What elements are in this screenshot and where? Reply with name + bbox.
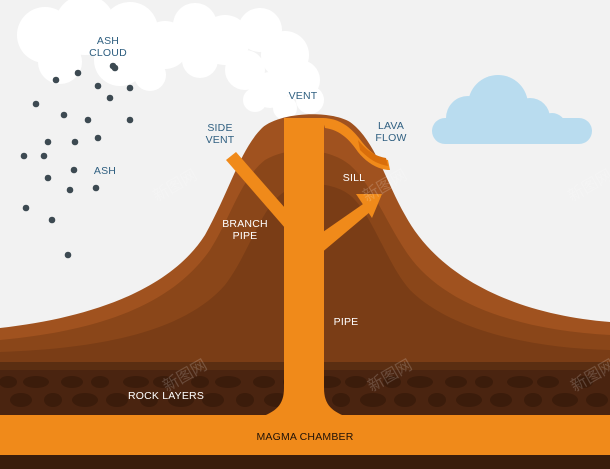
rock: [191, 376, 209, 388]
base-layer: [0, 455, 610, 469]
ash-dot: [106, 94, 114, 102]
rock: [236, 393, 254, 407]
sill-pipe-shape: [320, 202, 370, 254]
rock: [383, 376, 401, 388]
ash-dot: [71, 138, 79, 146]
rock: [10, 393, 32, 407]
main-pipe-shape: [258, 118, 350, 418]
ash-dot: [94, 82, 102, 90]
rock: [23, 376, 49, 388]
rock: [123, 376, 149, 388]
rocks: [0, 376, 608, 407]
rock: [253, 376, 275, 388]
rock: [394, 393, 416, 407]
rock: [106, 393, 128, 407]
rock: [168, 393, 194, 407]
rock: [537, 376, 559, 388]
ash-dot: [70, 166, 78, 174]
rock: [524, 393, 542, 407]
rock: [507, 376, 533, 388]
ash-dot: [84, 116, 92, 124]
lava-flow-label: LAVA FLOW: [375, 120, 407, 144]
branch-pipe-shape: [226, 152, 292, 236]
magma-chamber-shape: [0, 415, 610, 455]
rock: [44, 393, 62, 407]
rock: [456, 393, 482, 407]
branch-pipe-label: BRANCH PIPE: [222, 218, 268, 242]
rock: [407, 376, 433, 388]
side-vent-label: SIDE VENT: [205, 122, 235, 146]
rock: [72, 393, 98, 407]
ash-label: ASH: [93, 165, 117, 177]
lava-flow-edge: [358, 140, 388, 166]
rock: [61, 376, 83, 388]
ash-dot: [126, 84, 134, 92]
rock: [332, 393, 350, 407]
rock: [153, 376, 175, 388]
ash-dot: [32, 100, 40, 108]
rock: [202, 393, 224, 407]
ash-dot: [109, 62, 117, 70]
ash-dot: [48, 216, 56, 224]
magma-chamber-label: MAGMA CHAMBER: [256, 431, 354, 443]
ash-dot: [52, 76, 60, 84]
rock: [0, 376, 17, 388]
rock: [552, 393, 578, 407]
sill-label: SILL: [342, 172, 366, 184]
ash-dot: [20, 152, 28, 160]
ash-dot: [126, 116, 134, 124]
ash-dot: [92, 184, 100, 192]
ash-dot: [40, 152, 48, 160]
rock: [215, 376, 241, 388]
pipe-label: PIPE: [333, 316, 359, 328]
rock: [140, 393, 158, 407]
ash-dot: [22, 204, 30, 212]
ash-dot: [64, 251, 72, 259]
ash-dot: [44, 138, 52, 146]
rock-layers-label: ROCK LAYERS: [127, 390, 205, 402]
rock: [575, 376, 593, 388]
rock: [586, 393, 608, 407]
ash-dot: [74, 69, 82, 77]
vent-label: VENT: [288, 90, 318, 102]
ash-dot: [44, 174, 52, 182]
rock: [490, 393, 512, 407]
ash-cloud-label: ASH CLOUD: [89, 35, 127, 59]
ash-cloud-shape: [17, 0, 324, 120]
ash-particles: [20, 62, 134, 259]
rock: [91, 376, 109, 388]
rock: [428, 393, 446, 407]
sill-arrowhead: [356, 194, 382, 218]
ash-dot: [66, 186, 74, 194]
ash-dot: [94, 134, 102, 142]
rock: [445, 376, 467, 388]
rock: [475, 376, 493, 388]
rock: [360, 393, 386, 407]
ash-dot: [60, 111, 68, 119]
blue-cloud-shape: [432, 75, 592, 144]
rock: [345, 376, 367, 388]
